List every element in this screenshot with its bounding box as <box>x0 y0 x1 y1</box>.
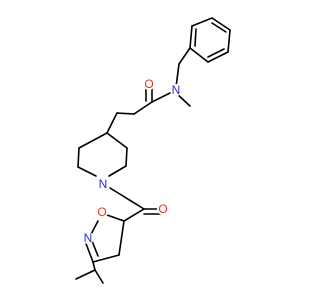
bond-ch-me1 <box>75 269 96 280</box>
oxygen-amide-label: O <box>144 77 153 91</box>
bond-n-c3-2 <box>91 240 99 257</box>
bond-chain-1 <box>133 101 153 115</box>
bond-piperidine-3 <box>108 165 127 177</box>
bond-piperidine-1 <box>106 132 128 149</box>
bond-benzene-4 <box>207 51 229 63</box>
bond-c3-ch <box>92 261 96 271</box>
atom-labels: O N N O O N <box>82 77 182 245</box>
bond-benzene-inner-2 <box>207 48 225 58</box>
bond-benzene-5 <box>189 47 209 63</box>
bond-ring-ch2 <box>178 47 191 65</box>
nitrogen-isoxazoline-label: N <box>84 231 93 245</box>
bond-carbonyl-n <box>151 92 171 103</box>
bond-piperidine-2 <box>125 147 128 167</box>
bond-carbonyl-c5 <box>123 208 145 222</box>
oxygen-carbonyl-label: O <box>158 202 167 216</box>
bond-benzene-inner-1 <box>211 22 227 33</box>
nitrogen-piperidine-label: N <box>99 177 108 191</box>
molecule-structure: O N N O O N <box>75 17 231 284</box>
bond-chain-2 <box>116 112 135 115</box>
bond-c3-c4 <box>92 254 120 263</box>
bond-benzene-6 <box>189 25 193 49</box>
bond-piperidine-5 <box>77 147 80 168</box>
bond-n-c3-1 <box>84 240 94 263</box>
bond-benzene-inner-3 <box>194 28 197 47</box>
bond-benzene-1 <box>191 17 213 27</box>
bonds <box>75 17 231 284</box>
bond-benzene-2 <box>211 17 231 31</box>
bond-n-carbonyl <box>109 187 145 210</box>
bond-ch-me2 <box>94 269 104 284</box>
bond-chain-3 <box>106 112 118 134</box>
nitrogen-amide-label: N <box>172 83 181 97</box>
bond-ch2-n <box>175 63 180 88</box>
bond-c4-c5 <box>118 220 125 256</box>
bond-piperidine-6 <box>78 132 108 149</box>
bond-piperidine-4 <box>77 166 97 177</box>
oxygen-isoxazoline-label: O <box>97 205 106 219</box>
bond-benzene-3 <box>227 29 231 53</box>
bond-c5-o <box>106 214 125 222</box>
